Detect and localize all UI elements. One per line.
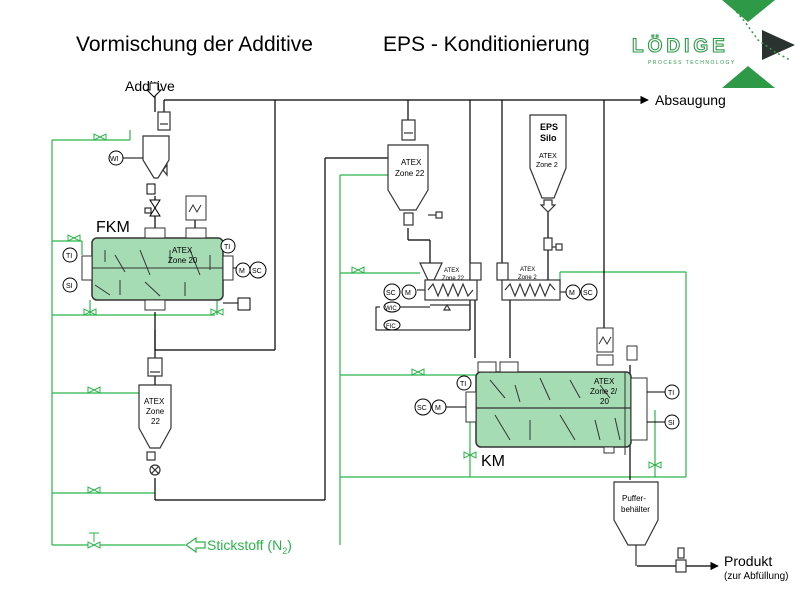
km-label: KM <box>481 453 505 470</box>
svg-text:WIC: WIC <box>385 306 397 312</box>
svg-text:TI: TI <box>460 381 466 388</box>
eps-dosing-screw <box>496 262 566 301</box>
additive-buffer-zone-num: 22 <box>151 417 160 426</box>
absaugung-label: Absaugung <box>655 92 726 108</box>
additive-buffer-vessel <box>138 357 172 476</box>
svg-text:Zone 20: Zone 20 <box>168 256 198 265</box>
additive-valves <box>144 183 161 217</box>
logo-dots <box>729 3 791 61</box>
svg-text:WI: WI <box>110 156 119 163</box>
svg-text:TI: TI <box>668 390 674 397</box>
additive-weigh-hopper <box>142 111 171 179</box>
km-filter <box>596 327 638 361</box>
svg-text:M: M <box>435 405 441 412</box>
svg-text:M: M <box>239 268 245 275</box>
svg-text:SC: SC <box>417 405 427 412</box>
title-right: EPS - Konditionierung <box>383 33 590 56</box>
dosing-atex: ATEX <box>444 268 459 274</box>
km-mixer: ATEX Zone 2/ 20 <box>465 354 648 455</box>
km-instruments: TI SC M TI SI <box>414 375 680 430</box>
svg-text:SI: SI <box>668 420 675 427</box>
svg-text:TI: TI <box>224 244 230 251</box>
stickstoff-close: ) <box>287 537 292 553</box>
svg-text:FIC: FIC <box>386 324 396 330</box>
title-left: Vormischung der Additive <box>76 33 313 56</box>
fkm-mixer: ATEX Zone 20 <box>81 227 234 311</box>
puffer-label-2: behälter <box>621 505 650 514</box>
eps-silo-title-2: Silo <box>540 133 557 143</box>
eps-silo-atex: ATEX <box>539 153 557 160</box>
logo-tagline: PROCESS TECHNOLOGY <box>648 60 736 66</box>
nitrogen-lines <box>51 130 687 546</box>
svg-text:SI: SI <box>66 283 73 290</box>
logo-triangle-top <box>722 0 775 22</box>
svg-text:20: 20 <box>600 397 609 406</box>
receiver-atex: ATEX <box>401 158 422 167</box>
additive-inlet-arrow <box>145 82 163 98</box>
logo-triangle-right <box>762 30 795 60</box>
additive-buffer-zone: Zone <box>146 407 165 416</box>
svg-text:SC: SC <box>252 268 262 275</box>
svg-text:SC: SC <box>583 290 593 297</box>
additive-dosing-screw <box>417 262 482 311</box>
svg-text:ATEX: ATEX <box>172 246 193 255</box>
stickstoff-label: Stickstoff (N2) <box>207 537 292 556</box>
eps-dosing-atex: ATEX <box>520 267 535 273</box>
stickstoff-subscript: 2 <box>282 545 288 556</box>
produkt-sub-label: (zur Abfüllung) <box>724 571 789 582</box>
logo-triangle-bottom <box>722 66 775 88</box>
eps-silo-title-1: EPS <box>540 122 558 132</box>
additive-buffer-atex: ATEX <box>144 397 165 406</box>
receiver-zone: Zone 22 <box>395 169 425 178</box>
svg-text:SC: SC <box>386 290 396 297</box>
receiver-vessel-zone22 <box>387 119 443 226</box>
svg-text:Zone 2/: Zone 2/ <box>590 387 618 396</box>
dosing-instruments: SC M WIC FIC M SC <box>375 283 598 331</box>
lodige-logo: LÖDIGE PROCESS TECHNOLOGY <box>631 0 795 88</box>
svg-text:ATEX: ATEX <box>594 377 615 386</box>
nitrogen-manual-valve <box>87 532 101 549</box>
eps-dosing-zone: Zone 2 <box>518 275 537 281</box>
stickstoff-text: Stickstoff (N <box>207 537 283 553</box>
eps-silo <box>529 114 567 251</box>
wi-instrument: WI <box>108 150 143 166</box>
nitrogen-valves <box>67 133 662 494</box>
produkt-label: Produkt <box>724 553 773 569</box>
svg-text:M: M <box>569 290 575 297</box>
puffer-label-1: Puffer- <box>622 494 646 503</box>
fkm-instruments: TI SI TI M SC <box>62 238 267 311</box>
fkm-filter <box>185 195 207 221</box>
dosing-zone: Zone 22 <box>442 276 465 282</box>
puffer-vessel <box>613 481 687 573</box>
svg-text:TI: TI <box>66 253 72 260</box>
fkm-label: FKM <box>96 219 130 236</box>
svg-text:M: M <box>405 290 411 297</box>
logo-brand: LÖDIGE <box>632 36 729 57</box>
process-lines <box>154 95 719 571</box>
nitrogen-inlet-arrow <box>184 536 206 554</box>
eps-silo-zone: Zone 2 <box>536 162 558 169</box>
